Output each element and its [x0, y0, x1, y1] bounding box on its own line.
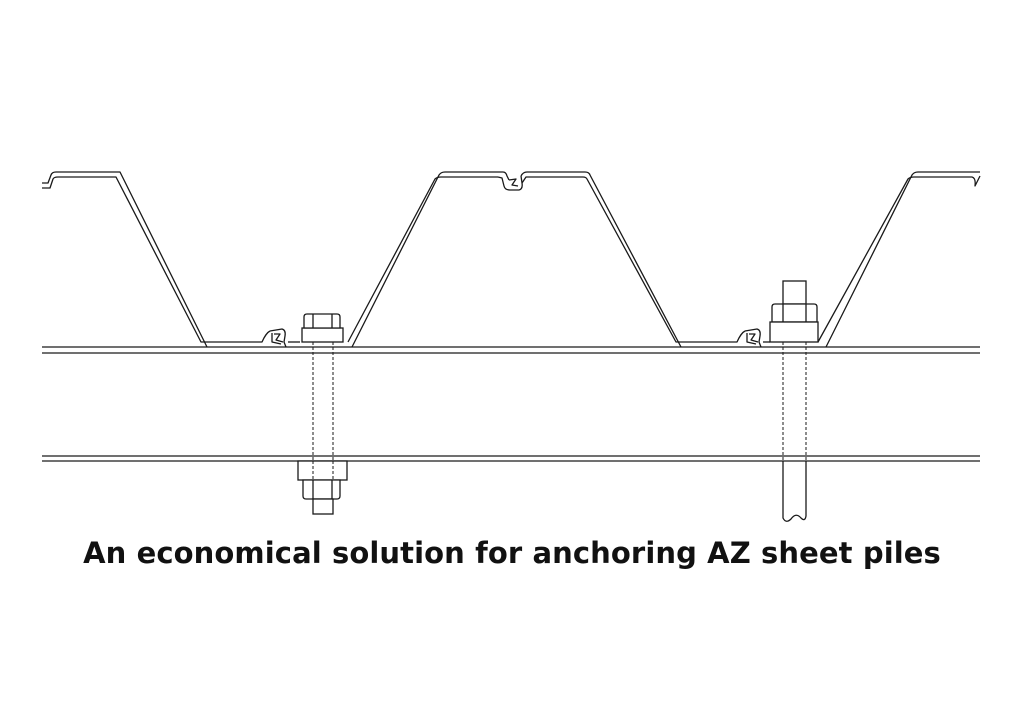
washer-bottom: [297, 460, 348, 481]
interlock-bottom-left: [269, 328, 287, 348]
interlock-bottom-right: [744, 328, 762, 348]
through-bolt-left: [297, 313, 348, 515]
tie-rod-right: [769, 280, 819, 522]
nut: [771, 303, 818, 323]
waler-beam: [42, 346, 980, 462]
nut-top: [303, 313, 341, 329]
washer: [769, 321, 819, 343]
az-sheet-pile-profile: [42, 171, 981, 348]
nut-bottom: [302, 479, 341, 500]
interlock-top-middle: [497, 175, 530, 191]
washer-top: [301, 327, 344, 343]
rod-break: [782, 461, 807, 522]
bolt-end: [312, 498, 334, 515]
rod-thread-end: [782, 280, 807, 305]
diagram-caption: An economical solution for anchoring AZ …: [83, 536, 941, 570]
